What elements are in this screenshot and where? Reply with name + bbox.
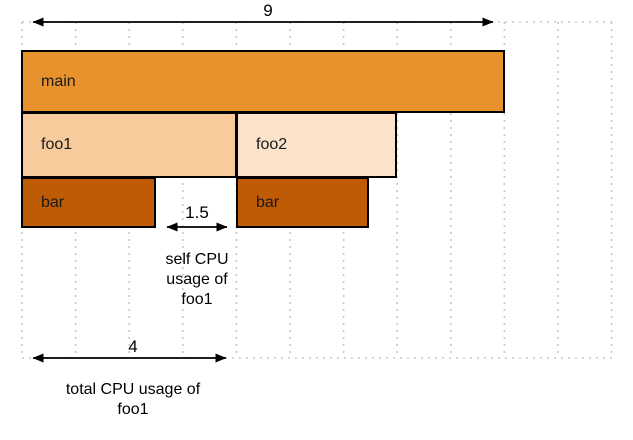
total-width-value: 9 [263,1,273,20]
frame-bar-right[interactable]: bar [236,177,369,228]
frame-bar-left-label: bar [41,193,65,211]
frame-foo1[interactable]: foo1 [21,112,237,178]
total-cpu-caption-line2: foo1 [117,401,149,418]
frame-main[interactable]: main [21,50,505,113]
self-cpu-caption: self CPU usage of foo1 [137,250,257,310]
total-cpu-caption-line1: total CPU usage of [65,381,201,398]
total-cpu-value: 4 [128,337,138,356]
frame-foo2-label: foo2 [256,136,288,153]
frame-foo2[interactable]: foo2 [236,112,397,178]
frame-main-label: main [41,72,76,90]
frame-bar-left[interactable]: bar [21,177,156,228]
self-cpu-caption-line2: usage of [166,271,228,288]
frame-bar-right-label: bar [256,193,280,211]
frame-foo1-label: foo1 [41,136,73,153]
total-cpu-caption: total CPU usage of foo1 [23,380,243,420]
self-cpu-value: 1.5 [185,203,209,222]
self-cpu-caption-line1: self CPU [165,251,229,268]
self-cpu-caption-line3: foo1 [181,291,213,308]
